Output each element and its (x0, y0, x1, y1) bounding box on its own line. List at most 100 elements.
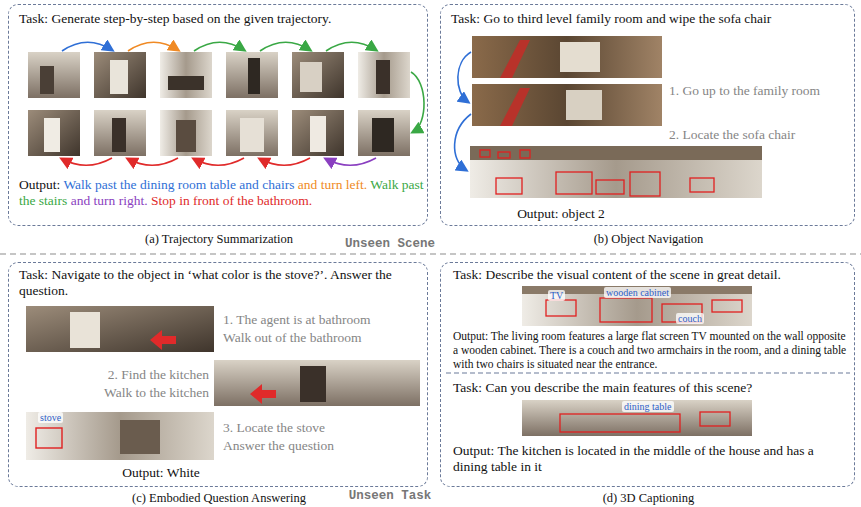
trajectory-arrows (62, 42, 424, 165)
panorama-detail (560, 42, 600, 72)
trajectory-arrow (326, 42, 376, 51)
object-box (480, 150, 490, 157)
object-tag: dining table (622, 401, 674, 412)
thumbnail (226, 110, 278, 156)
step-label: 3. Locate the stove (223, 420, 419, 436)
task-text: Task: Describe the visual content of the… (453, 267, 849, 283)
thumbnail-detail (176, 120, 196, 152)
panorama-detail (120, 420, 160, 454)
trajectory-arrow (128, 42, 178, 51)
object-box (700, 412, 730, 426)
thumbnail (94, 52, 146, 98)
panorama-detail (70, 312, 100, 348)
section-label: Unseen Scene (320, 237, 460, 252)
trajectory-arrow (194, 42, 244, 51)
panel-box: Task: Generate step-by-step based on the… (8, 4, 428, 226)
thumbnail (28, 110, 80, 156)
output-text: Output: White (61, 465, 261, 481)
panel-caption: (d) 3D Captioning (441, 491, 856, 506)
direction-arrow (150, 330, 176, 350)
thumbnail-detail (376, 60, 390, 94)
object-tag: TV (548, 290, 565, 301)
task-text: Task: Can you describe the main features… (453, 380, 849, 396)
caption-views (446, 286, 850, 436)
output-step: Stop in front of the bathroom. (151, 193, 312, 208)
object-boxes (560, 412, 730, 432)
thumbnail (226, 52, 278, 98)
object-box (596, 180, 624, 194)
object-tag: wooden cabinet (604, 287, 671, 298)
thumbnail-row (28, 110, 410, 156)
object-box (600, 298, 652, 322)
thumbnail-detail (300, 62, 322, 92)
step-arrows (455, 52, 471, 170)
section-label: Unseen Task (320, 489, 460, 504)
object-box (690, 178, 714, 192)
trajectory-arrow (260, 158, 310, 165)
object-box (630, 172, 660, 196)
thumbnail (358, 52, 410, 98)
navigation-views (455, 36, 762, 198)
panorama-image (522, 400, 752, 436)
object-box (556, 172, 592, 194)
thumbnail-detail (110, 60, 128, 94)
thumbnail-detail (372, 118, 394, 152)
object-box (36, 428, 62, 448)
step-label: Walk out of the bathroom (223, 330, 419, 346)
object-box (498, 152, 510, 158)
object-box (496, 178, 522, 194)
panel-caption: (b) Object Navigation (441, 232, 856, 247)
trajectory-arrow (326, 158, 376, 165)
trajectory-arrow (411, 72, 424, 132)
output-step: and turn right. (71, 193, 148, 208)
trajectory-arrow (62, 158, 112, 165)
stair-carpet (500, 88, 530, 126)
panorama-image (26, 412, 214, 460)
object-box (546, 300, 576, 316)
trajectory-arrow (128, 158, 178, 165)
step-label: Answer the question (223, 438, 419, 454)
output-label: Output: (19, 177, 60, 192)
object-boxes (546, 298, 742, 322)
step-label: 1. Go up to the family room (669, 83, 851, 99)
panorama-image (472, 84, 662, 126)
trajectory-arrow (194, 158, 244, 165)
thumbnail-row (28, 52, 410, 98)
thumbnail (94, 110, 146, 156)
output-step: and turn left. (298, 177, 367, 192)
thumbnail-detail (248, 58, 260, 94)
object-box (560, 414, 680, 432)
step-arrow (458, 52, 471, 102)
step-label: Walk to the kitchen (41, 385, 209, 401)
object-box (712, 300, 742, 312)
thumbnail (28, 52, 80, 98)
output-step: Walk past the dining room table and chai… (63, 177, 294, 192)
sub-divider (446, 372, 850, 373)
eqa-views (26, 306, 420, 460)
step-arrow (455, 114, 471, 170)
thumbnail-detail (310, 116, 326, 152)
thumbnail (292, 52, 344, 98)
output-sentence: Output: Walk past the dining room table … (19, 177, 424, 210)
thumbnail-detail (40, 66, 54, 94)
step-label: 1. The agent is at bathroom (223, 312, 419, 328)
panorama-detail (470, 146, 762, 160)
thumbnail-detail (168, 76, 204, 90)
trajectory-arrow (260, 42, 310, 51)
thumbnail (160, 52, 212, 98)
object-box (520, 150, 530, 158)
thumbnail-detail (44, 118, 60, 152)
panorama-image (522, 286, 752, 326)
task-text: Task: Generate step-by-step based on the… (19, 11, 424, 27)
task-text: Task: Navigate to the object in ‘what co… (19, 267, 419, 300)
panorama-image (214, 360, 420, 406)
trajectory-arrow (62, 42, 112, 51)
panorama-detail (300, 366, 326, 402)
step-label: 2. Find the kitchen (41, 367, 209, 383)
panorama-detail (566, 90, 602, 120)
direction-arrow (250, 384, 276, 404)
panel-box: Task: Go to third level family room and … (440, 4, 855, 226)
thumbnail-detail (112, 118, 126, 152)
output-text: Output: object 2 (471, 206, 651, 222)
